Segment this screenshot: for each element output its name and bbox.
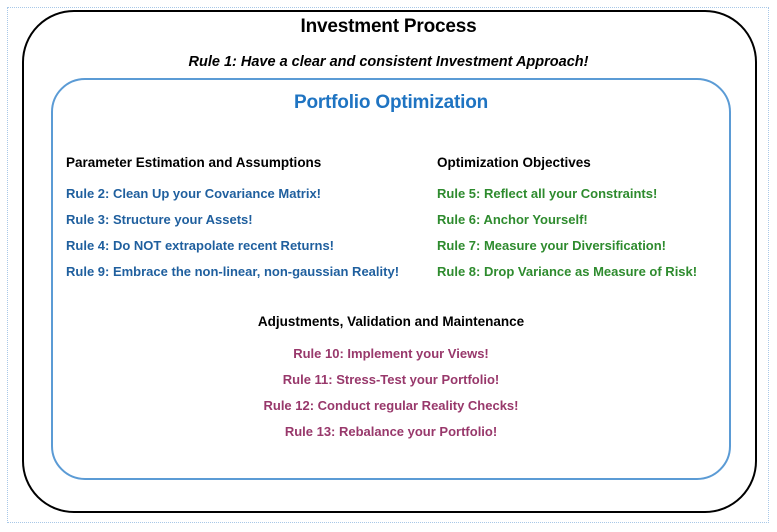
rule-item: Rule 3: Structure your Assets! bbox=[66, 212, 253, 227]
rule-item: Rule 5: Reflect all your Constraints! bbox=[437, 186, 658, 201]
rule-item: Rule 7: Measure your Diversification! bbox=[437, 238, 667, 253]
portfolio-optimization-title: Portfolio Optimization bbox=[293, 92, 489, 113]
group-heading-optimization-objectives: Optimization Objectives bbox=[437, 155, 591, 170]
rule-item: Rule 13: Rebalance your Portfolio! bbox=[284, 424, 498, 439]
group-heading-parameter-estimation: Parameter Estimation and Assumptions bbox=[66, 155, 322, 170]
rule-1-statement: Rule 1: Have a clear and consistent Inve… bbox=[188, 54, 589, 70]
rule-item: Rule 4: Do NOT extrapolate recent Return… bbox=[66, 238, 334, 253]
group-optimization-objectives: Optimization Objectives Rule 5: Reflect … bbox=[437, 155, 697, 285]
rule-item: Rule 6: Anchor Yourself! bbox=[437, 212, 588, 227]
rule-item: Rule 10: Implement your Views! bbox=[293, 346, 489, 361]
rule-item: Rule 8: Drop Variance as Measure of Risk… bbox=[437, 264, 698, 279]
group-parameter-estimation: Parameter Estimation and Assumptions Rul… bbox=[66, 155, 399, 285]
rule-list-optimization-objectives: Rule 5: Reflect all your Constraints! Ru… bbox=[437, 181, 697, 285]
rule-list-parameter-estimation: Rule 2: Clean Up your Covariance Matrix!… bbox=[66, 181, 399, 285]
group-heading-adjustments-validation: Adjustments, Validation and Maintenance bbox=[257, 314, 525, 329]
rule-list-adjustments-validation: Rule 10: Implement your Views! Rule 11: … bbox=[51, 341, 731, 445]
group-adjustments-validation: Adjustments, Validation and Maintenance … bbox=[51, 314, 731, 445]
rule-item: Rule 2: Clean Up your Covariance Matrix! bbox=[66, 186, 322, 201]
rule-item: Rule 9: Embrace the non-linear, non-gaus… bbox=[66, 264, 400, 279]
rule-item: Rule 12: Conduct regular Reality Checks! bbox=[263, 398, 519, 413]
portfolio-optimization-container bbox=[51, 78, 731, 480]
investment-process-container bbox=[22, 10, 757, 513]
page-title: Investment Process bbox=[300, 16, 477, 37]
rule-item: Rule 11: Stress-Test your Portfolio! bbox=[282, 372, 500, 387]
